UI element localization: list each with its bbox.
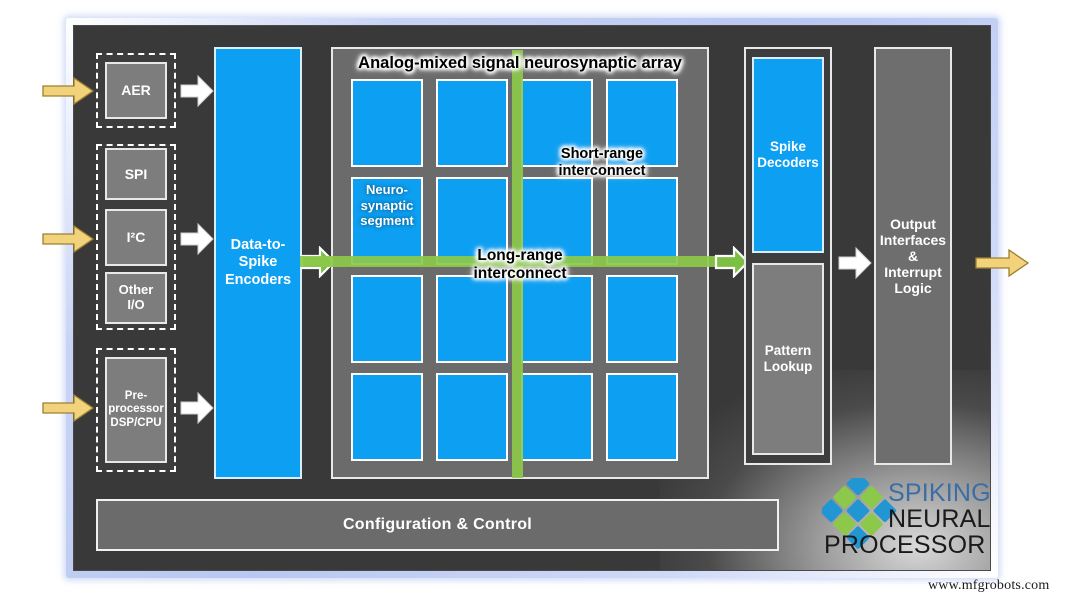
- array-cell[interactable]: [351, 373, 423, 461]
- array-cell[interactable]: [436, 79, 508, 167]
- long-range-interconnect-vertical: [512, 50, 523, 478]
- arrow-array-to-decoders: [714, 246, 750, 278]
- logo-line-spiking: SPIKING: [888, 479, 991, 507]
- output-interfaces-block[interactable]: Output Interfaces & Interrupt Logic: [874, 47, 952, 465]
- output-arrow: [975, 248, 1029, 278]
- input-arrow-preprocessor: [42, 393, 94, 423]
- pattern-lookup-block[interactable]: Pattern Lookup: [752, 263, 824, 455]
- i2c-block[interactable]: I²C: [105, 209, 167, 266]
- arrow-preprocessor-to-encoders: [180, 391, 214, 425]
- array-cell-labeled[interactable]: [351, 177, 423, 265]
- spike-decoders-block[interactable]: Spike Decoders: [752, 57, 824, 253]
- long-range-interconnect-label: Long-range interconnect: [473, 247, 567, 282]
- array-cell[interactable]: [436, 275, 508, 363]
- short-range-interconnect-label: Short-range interconnect: [558, 146, 646, 179]
- long-range-interconnect-horizontal: [300, 256, 720, 267]
- aer-block[interactable]: AER: [105, 62, 167, 119]
- array-cell[interactable]: [351, 79, 423, 167]
- array-cell[interactable]: [351, 275, 423, 363]
- logo-line-processor: PROCESSOR: [824, 531, 986, 559]
- array-cell[interactable]: [606, 275, 678, 363]
- neurosynaptic-segment-label: Neuro- synaptic segment: [360, 182, 414, 229]
- array-cell[interactable]: [436, 177, 508, 265]
- other-io-block[interactable]: Other I/O: [105, 272, 167, 324]
- array-cell[interactable]: [606, 79, 678, 167]
- spiking-neural-processor-logo-mark: [822, 478, 897, 549]
- array-cell[interactable]: [521, 373, 593, 461]
- input-arrow-bus: [42, 224, 94, 254]
- array-cell[interactable]: [436, 373, 508, 461]
- logo-line-neural: NEURAL: [888, 505, 991, 533]
- data-to-spike-encoders-block[interactable]: Data-to- Spike Encoders: [214, 47, 302, 479]
- configuration-control-label: Configuration & Control: [342, 516, 533, 533]
- array-cell[interactable]: [521, 275, 593, 363]
- watermark: www.mfgrobots.com: [928, 578, 1050, 593]
- array-cell[interactable]: [606, 373, 678, 461]
- logo-text: SPIKING NEURAL: [888, 479, 991, 533]
- array-title: Analog-mixed signal neurosynaptic array: [358, 54, 682, 72]
- preprocessor-block[interactable]: Pre- processor DSP/CPU: [105, 357, 167, 463]
- spi-block[interactable]: SPI: [105, 148, 167, 200]
- array-cell[interactable]: [606, 177, 678, 265]
- configuration-control-bar[interactable]: [96, 499, 779, 551]
- arrow-bus-to-encoders: [180, 222, 214, 256]
- input-arrow-aer: [42, 76, 94, 106]
- arrow-aer-to-encoders: [180, 74, 214, 108]
- array-cell[interactable]: [521, 79, 593, 167]
- arrow-decoders-to-output: [838, 246, 872, 280]
